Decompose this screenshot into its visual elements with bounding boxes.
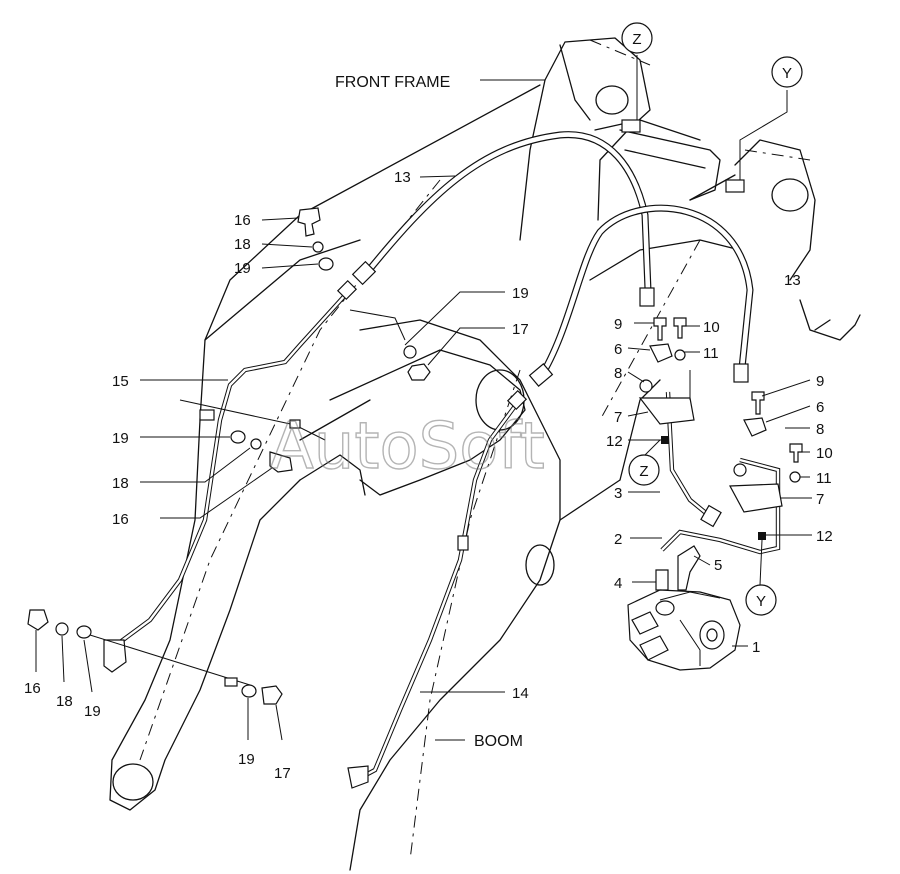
callout-12-b: 12: [816, 528, 833, 545]
callout-8-a: 8: [614, 365, 622, 382]
callout-15: 15: [112, 373, 129, 390]
front-frame-label: FRONT FRAME: [335, 74, 450, 91]
callout-9-a: 9: [614, 316, 622, 333]
callout-6-b: 6: [816, 399, 824, 416]
view-mark-z-top: Z: [632, 31, 641, 48]
callout-12-a: 12: [606, 433, 623, 450]
callout-17-lower: 17: [274, 765, 291, 782]
hose-13-left: [351, 131, 655, 307]
callout-18-top: 18: [234, 236, 251, 253]
callout-8-b: 8: [816, 421, 824, 438]
hose-13-right: [528, 204, 754, 387]
callout-4: 4: [614, 575, 622, 592]
callout-3: 3: [614, 485, 622, 502]
callout-18-bottom: 18: [56, 693, 73, 710]
callout-1: 1: [752, 639, 760, 656]
hardware-left: [27, 207, 431, 705]
callout-19-bottom: 19: [84, 703, 101, 720]
boom-label: BOOM: [474, 733, 523, 750]
callout-16-left: 16: [112, 511, 129, 528]
pipe-15: [103, 279, 358, 673]
valve-1: [627, 589, 741, 671]
callout-5: 5: [714, 557, 722, 574]
callout-18-left: 18: [112, 475, 129, 492]
view-mark-y-bottom-circle: [745, 584, 777, 616]
pipe-14: [347, 389, 528, 789]
callout-17-mid: 17: [512, 321, 529, 338]
callout-9-b: 9: [816, 373, 824, 390]
callout-13-left: 13: [394, 169, 411, 186]
callout-16-top: 16: [234, 212, 251, 229]
callout-16-bottom: 16: [24, 680, 41, 697]
view-mark-z-bottom: Z: [639, 463, 648, 480]
view-mark-y-top: Y: [782, 65, 792, 82]
callout-2: 2: [614, 531, 622, 548]
callout-19-top: 19: [234, 260, 251, 277]
callout-19-lower: 19: [238, 751, 255, 768]
callout-7-b: 7: [816, 491, 824, 508]
view-mark-y-bottom: Y: [756, 593, 766, 610]
callout-13-right: 13: [784, 272, 801, 289]
view-mark-z-bottom-circle: [628, 454, 660, 486]
watermark: AutoSoft: [270, 410, 545, 484]
leader-lines: [35, 55, 812, 741]
view-mark-y-top-circle: [771, 56, 803, 88]
callout-6-a: 6: [614, 341, 622, 358]
labels: FRONT FRAME BOOM Z Y Z Y 13 13 16 18 19 …: [24, 22, 833, 782]
callout-11-a: 11: [703, 345, 719, 362]
callout-7-a: 7: [614, 409, 622, 426]
callout-19-mid: 19: [512, 285, 529, 302]
hardware-right: [638, 317, 803, 591]
view-mark-z-top-circle: [621, 22, 653, 54]
callout-14: 14: [512, 685, 529, 702]
callout-19-left: 19: [112, 430, 129, 447]
callout-11-b: 11: [816, 470, 832, 487]
pipe-3: [665, 391, 722, 528]
callout-10-b: 10: [816, 445, 833, 462]
pipe-2: [660, 457, 781, 555]
callout-10-a: 10: [703, 319, 720, 336]
